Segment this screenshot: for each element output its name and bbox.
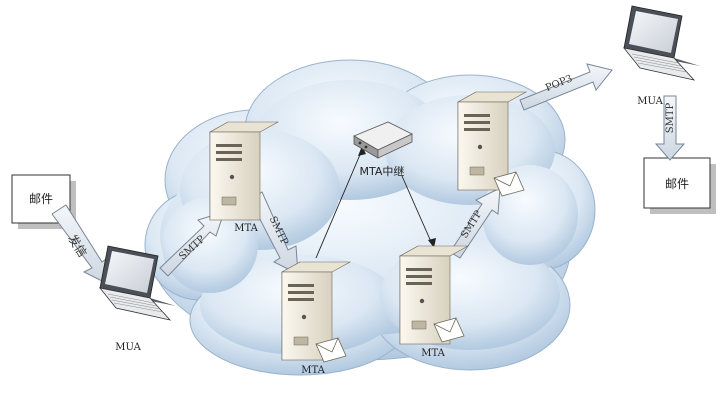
edge-smtp-4-label: SMTP — [665, 102, 676, 133]
mua-right-label: MUA — [637, 96, 663, 107]
mail-left-label: 邮件 — [29, 192, 53, 206]
arrow-send: 发信 — [51, 204, 111, 285]
mta-bottom-right-label: MTA — [421, 348, 445, 359]
relay-label: MTA中继 — [360, 165, 405, 178]
mta-top-left-label: MTA — [234, 223, 258, 234]
mta-server-bottom-left: MTA — [281, 261, 351, 376]
arrow-pop3: POP3 — [519, 63, 613, 111]
mail-box-right: 邮件 — [643, 157, 716, 214]
mta-bottom-left-label: MTA — [301, 365, 325, 376]
mua-left-label: MUA — [115, 342, 141, 353]
mua-laptop-left: MUA — [99, 245, 177, 353]
mta-server-bottom-right: MTA — [399, 245, 469, 359]
router-icon — [353, 121, 413, 159]
mail-right-label: 邮件 — [665, 177, 689, 191]
mua-laptop-right: MUA — [623, 5, 701, 107]
mta-server-top-left: MTA — [209, 121, 279, 234]
relay-links — [315, 146, 436, 259]
laptop-icon — [623, 5, 701, 81]
arrow-smtp-4: SMTP — [654, 95, 686, 161]
relay-router: MTA中继 — [353, 121, 413, 178]
